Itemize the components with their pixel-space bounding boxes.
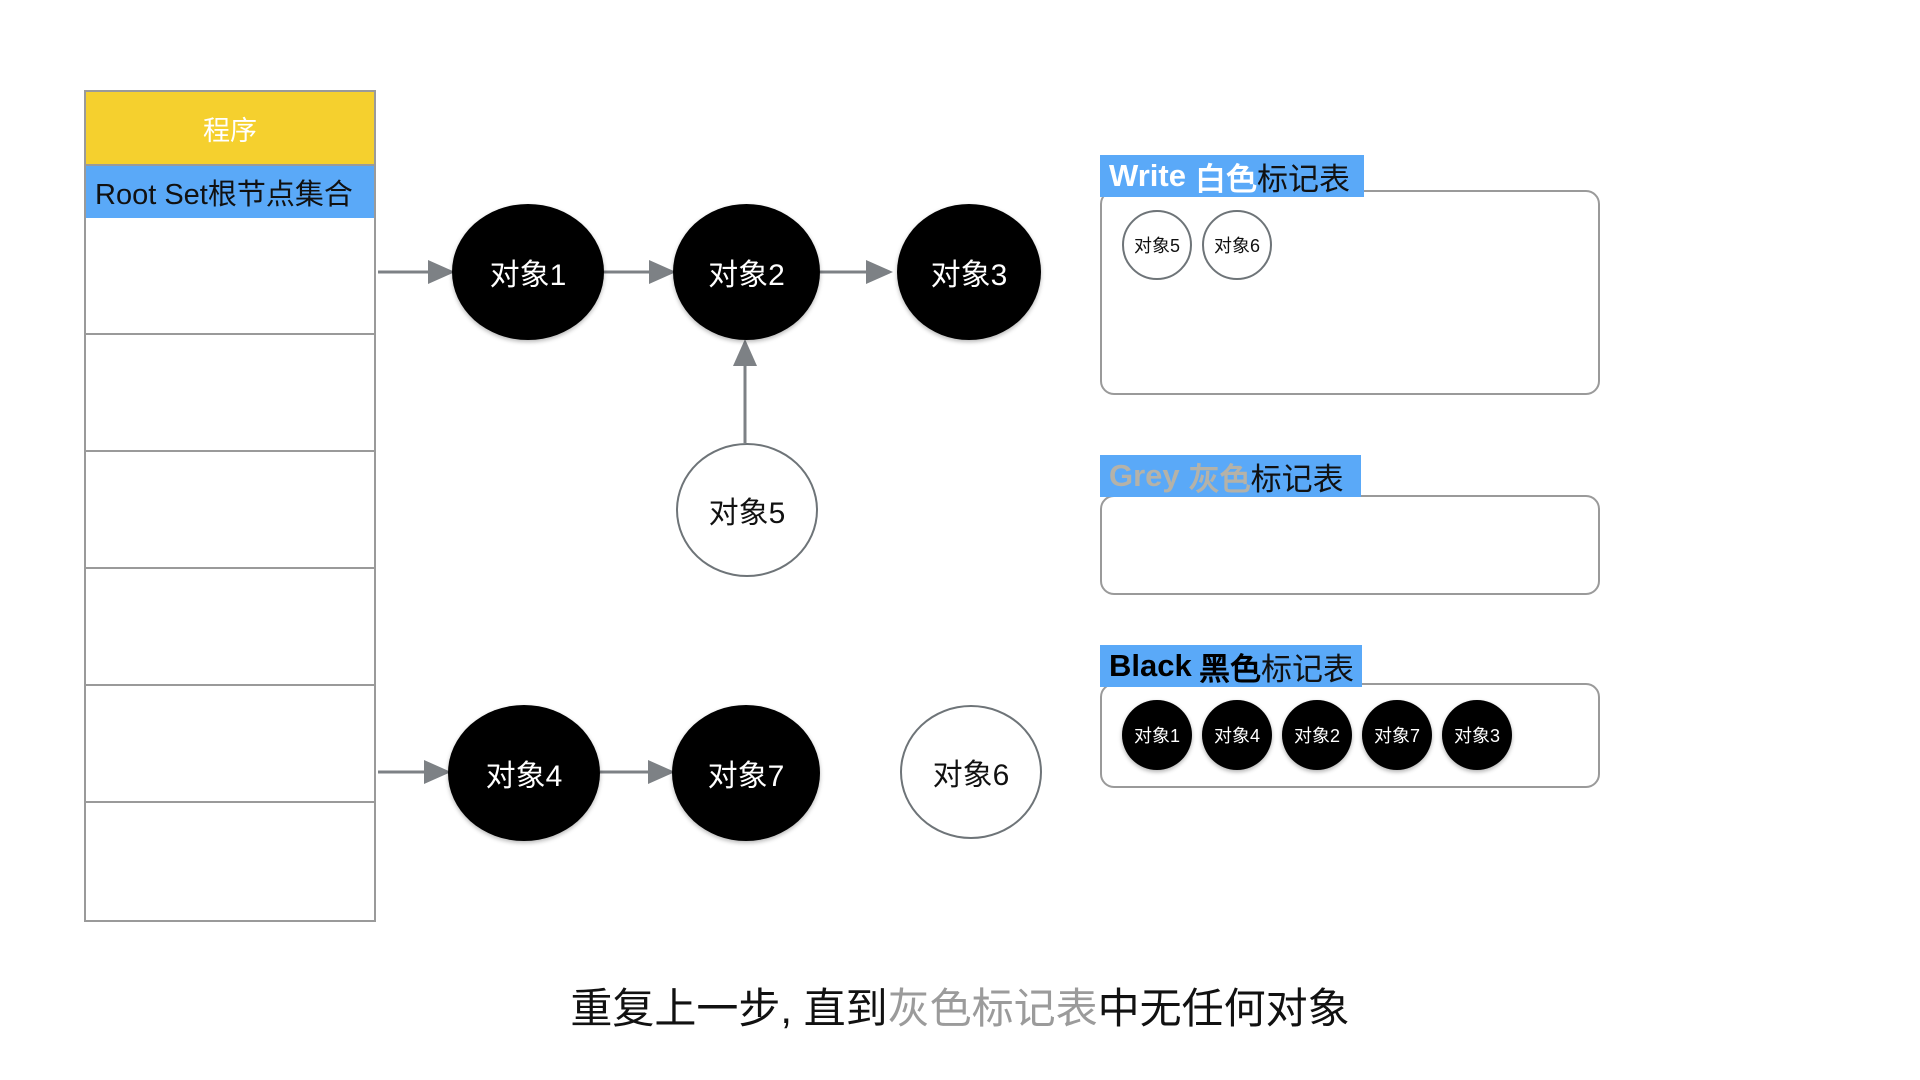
chip-label: 对象1: [1133, 726, 1180, 746]
mark-table-color-word: 白色: [1194, 161, 1257, 197]
list-item[interactable]: 对象6: [1202, 210, 1272, 280]
mark-table-header-grey: Grey 灰色 标记表: [1100, 455, 1361, 497]
graph-node-obj1[interactable]: 对象1: [452, 204, 604, 340]
graph-node-obj5[interactable]: 对象5: [676, 443, 818, 577]
graph-node-label: 对象6: [932, 759, 1010, 792]
graph-node-label: 对象7: [707, 760, 785, 793]
chip-label: 对象6: [1213, 236, 1260, 256]
table-row: [86, 803, 374, 920]
list-item[interactable]: 对象5: [1122, 210, 1192, 280]
mark-table-suffix: 标记表: [1250, 461, 1344, 497]
graph-node-obj4[interactable]: 对象4: [448, 705, 600, 841]
list-item[interactable]: 对象4: [1202, 700, 1272, 770]
mark-table-color-word: 黑色: [1199, 651, 1261, 687]
graph-node-label: 对象5: [708, 497, 786, 530]
caption: 重复上一步, 直到灰色标记表中无任何对象: [0, 975, 1920, 1036]
graph-node-obj3[interactable]: 对象3: [897, 204, 1041, 340]
mark-table-grey: Grey 灰色 标记表: [1100, 455, 1600, 600]
root-set-header: Root Set根节点集合: [84, 166, 376, 218]
program-header: 程序: [84, 90, 376, 166]
mark-table-suffix: 标记表: [1256, 161, 1350, 197]
table-row: [86, 686, 374, 803]
chip-label: 对象2: [1293, 726, 1340, 746]
chip-label: 对象5: [1133, 236, 1180, 256]
graph-node-label: 对象1: [489, 259, 567, 292]
graph-node-obj7[interactable]: 对象7: [672, 705, 820, 841]
chip-label: 对象3: [1453, 726, 1500, 746]
chip-label: 对象4: [1213, 726, 1260, 746]
mark-table-write: Write 白色 标记表 对象5 对象6: [1100, 155, 1600, 400]
graph-node-obj2[interactable]: 对象2: [673, 204, 820, 340]
caption-suffix: 中无任何对象: [1097, 985, 1350, 1032]
mark-table-suffix: 标记表: [1261, 651, 1354, 687]
mark-table-en-label: Grey: [1109, 458, 1180, 493]
table-row: [86, 218, 374, 335]
root-set-table: 程序 Root Set根节点集合: [84, 90, 376, 922]
program-label: 程序: [203, 115, 257, 146]
mark-table-box-grey: [1100, 495, 1600, 595]
graph-node-label: 对象3: [930, 259, 1008, 292]
mark-table-items-black: 对象1 对象4 对象2 对象7 对象3: [1122, 700, 1512, 770]
mark-table-color-word: 灰色: [1188, 461, 1251, 497]
table-row: [86, 569, 374, 686]
root-set-rows: [84, 218, 376, 922]
chip-label: 对象7: [1373, 726, 1420, 746]
graph-node-label: 对象4: [485, 760, 563, 793]
graph-node-obj6[interactable]: 对象6: [900, 705, 1042, 839]
mark-table-en-label: Write: [1109, 158, 1186, 193]
table-row: [86, 452, 374, 569]
mark-table-en-label: Black: [1109, 648, 1192, 683]
mark-table-header-black: Black 黑色 标记表: [1100, 645, 1362, 687]
list-item[interactable]: 对象7: [1362, 700, 1432, 770]
caption-highlight: 灰色标记表: [887, 985, 1098, 1032]
list-item[interactable]: 对象1: [1122, 700, 1192, 770]
mark-table-items-write: 对象5 对象6: [1122, 210, 1272, 280]
graph-node-label: 对象2: [708, 259, 785, 292]
mark-table-header-write: Write 白色 标记表: [1100, 155, 1364, 197]
caption-prefix: 重复上一步, 直到: [570, 985, 888, 1032]
list-item[interactable]: 对象2: [1282, 700, 1352, 770]
mark-table-black: Black 黑色 标记表 对象1 对象4 对象2 对象7 对象3: [1100, 645, 1600, 810]
root-set-label: Root Set根节点集合: [95, 179, 353, 211]
table-row: [86, 335, 374, 452]
list-item[interactable]: 对象3: [1442, 700, 1512, 770]
